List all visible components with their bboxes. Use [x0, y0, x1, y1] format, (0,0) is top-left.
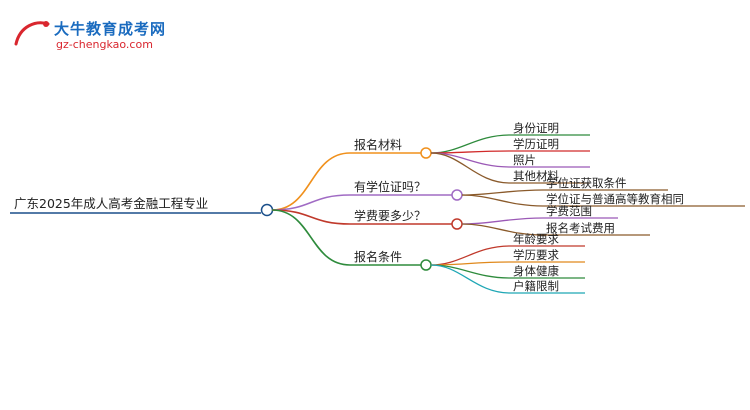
root-node[interactable]	[260, 203, 274, 217]
leaf-connector-3-3	[430, 264, 511, 294]
leaf-label-0-3: 其他材料	[513, 169, 559, 183]
leaf-label-3-1: 学历要求	[513, 248, 559, 262]
branch-label-0: 报名材料	[354, 137, 402, 152]
branch-connector-2	[271, 209, 351, 225]
leaf-label-3-3: 户籍限制	[513, 279, 559, 293]
branch-connector-0	[271, 152, 351, 211]
leaf-connector-0-3	[430, 152, 511, 184]
branch-label-2: 学费要多少？	[354, 208, 426, 223]
leaf-label-0-1: 学历证明	[513, 137, 559, 151]
branch-node-1[interactable]	[451, 189, 463, 201]
leaf-connector-2-0	[461, 217, 544, 225]
branch-label-3: 报名条件	[354, 249, 402, 264]
root-label: 广东2025年成人高考金融工程专业	[14, 196, 208, 211]
logo-title: 大牛教育成考网	[54, 20, 167, 38]
leaf-label-3-0: 年龄要求	[513, 232, 559, 246]
leaf-label-1-0: 学位证获取条件	[546, 176, 627, 190]
leaf-connector-1-1	[461, 194, 544, 207]
branch-node-3[interactable]	[420, 259, 432, 271]
branch-node-0[interactable]	[420, 147, 432, 159]
leaf-connector-0-0	[430, 134, 511, 154]
branch-label-1: 有学位证吗？	[354, 179, 426, 194]
branch-connector-1	[271, 194, 351, 211]
leaf-label-3-2: 身体健康	[513, 264, 559, 278]
leaf-connector-2-1	[461, 223, 544, 236]
logo-url: gz-chengkao.com	[56, 38, 153, 51]
leaf-connector-1-0	[461, 189, 544, 196]
site-logo[interactable]: 大牛教育成考网 gz-chengkao.com	[10, 14, 190, 56]
leaf-label-0-0: 身份证明	[513, 121, 559, 135]
leaf-label-2-1: 报名考试费用	[546, 221, 615, 235]
leaf-label-0-2: 照片	[513, 153, 536, 167]
branch-node-2[interactable]	[451, 218, 463, 230]
leaf-label-1-1: 学位证与普通高等教育相同	[546, 192, 684, 206]
leaf-label-2-0: 学费范围	[546, 204, 592, 218]
branch-connector-3	[271, 209, 351, 266]
logo-mark-icon	[14, 21, 50, 46]
